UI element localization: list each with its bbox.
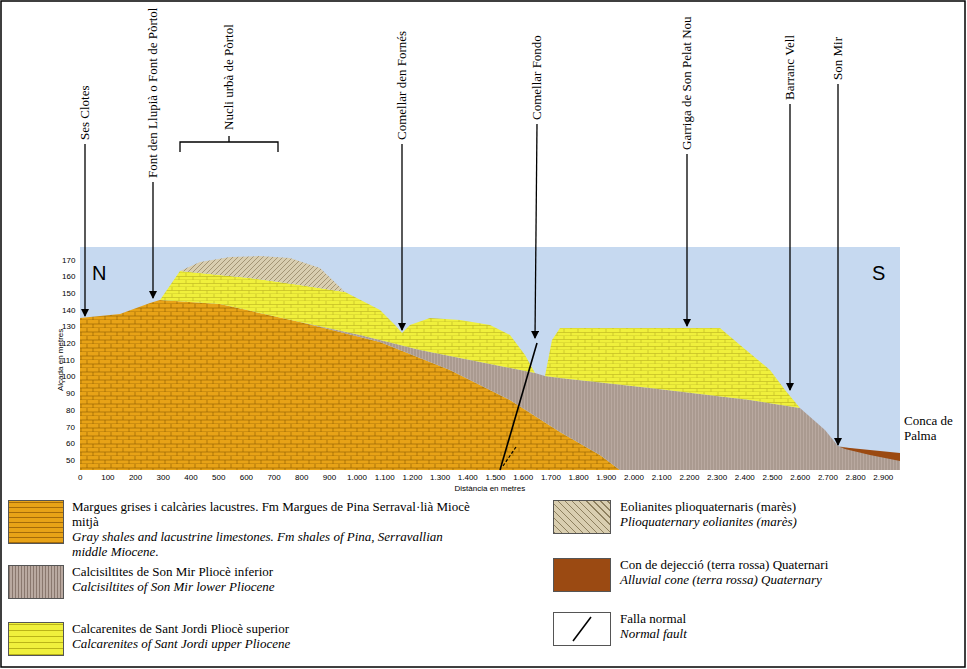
- legend-translation: Alluvial cone (terra rossa) Quaternary: [620, 573, 950, 588]
- axis-tick: 2.500: [763, 473, 783, 482]
- axis-tick: 50: [66, 456, 75, 465]
- place-label: Garriga de Son Pelat Nou: [680, 16, 695, 150]
- leader-line: [401, 144, 402, 330]
- legend-swatch: [8, 622, 64, 656]
- calcarenite-layer: [160, 271, 535, 373]
- leader-line: [152, 182, 153, 298]
- leader-line: [837, 84, 838, 445]
- calcisiltite-layer: [300, 322, 900, 470]
- axis-tick: 500: [212, 473, 225, 482]
- legend-translation: Calcisiltites of Son Mir lower Pliocene: [72, 580, 512, 595]
- legend-text: Falla normal: [620, 612, 950, 627]
- axis-tick: 1.100: [375, 473, 395, 482]
- place-label: Son Mir: [831, 37, 846, 80]
- legend-swatch: [8, 500, 64, 544]
- axis-tick: 1.000: [347, 473, 367, 482]
- axis-tick: 800: [295, 473, 308, 482]
- axis-tick: 2.700: [818, 473, 838, 482]
- legend-translation: Plioquaternary eolianites (marès): [620, 515, 950, 530]
- legend-text: Con de dejecció (terra rossa) Quaternari: [620, 558, 950, 573]
- axis-tick: 900: [323, 473, 336, 482]
- axis-tick: 1.900: [596, 473, 616, 482]
- axis-tick: 2.100: [652, 473, 672, 482]
- axis-tick: 400: [184, 473, 197, 482]
- axis-tick: 1.500: [486, 473, 506, 482]
- place-label: Nucli urbà de Pòrtol: [222, 24, 237, 130]
- leader-line: [789, 104, 790, 390]
- place-label: Barranc Vell: [783, 35, 798, 100]
- axis-tick: 2.900: [873, 473, 893, 482]
- place-label: Comellar Fondo: [530, 35, 545, 120]
- axis-tick: 170: [62, 256, 75, 265]
- axis-tick: 110: [62, 356, 75, 365]
- legend-translation: Calcarenites of Sant Jordi upper Pliocen…: [72, 637, 512, 652]
- axis-tick: 1.200: [402, 473, 422, 482]
- axis-tick: 1.600: [513, 473, 533, 482]
- basin-label: Conca de Palma: [904, 414, 962, 444]
- axis-tick: 0: [78, 473, 82, 482]
- axis-tick: 2.600: [790, 473, 810, 482]
- axis-tick: 140: [62, 306, 75, 315]
- axis-tick: 120: [62, 339, 75, 348]
- calcarenite-layer: [545, 328, 800, 408]
- place-label: Ses Clotes: [78, 85, 93, 140]
- axis-tick: 2.400: [735, 473, 755, 482]
- axis-tick: 60: [66, 439, 75, 448]
- bracket: [180, 136, 278, 152]
- leader-line: [535, 124, 537, 338]
- axis-tick: 100: [62, 372, 75, 381]
- axis-tick: 1.400: [458, 473, 478, 482]
- compass-label: S: [872, 262, 885, 285]
- legend-text: Calcisiltites de Son Mir Pliocè inferior: [72, 565, 512, 580]
- eolianite-layer: [180, 256, 345, 292]
- legend-swatch: [8, 565, 64, 599]
- legend-text: Calcarenites de Sant Jordi Pliocè superi…: [72, 622, 512, 637]
- axis-tick: 160: [62, 272, 75, 281]
- place-label: Comellar den Fornés: [395, 31, 410, 140]
- legend-swatch: [553, 612, 611, 646]
- axis-tick: 100: [101, 473, 114, 482]
- axis-tick: 200: [129, 473, 142, 482]
- axis-tick: 2.300: [707, 473, 727, 482]
- sky: [80, 247, 900, 470]
- axis-tick: 130: [62, 322, 75, 331]
- axis-tick: 80: [66, 406, 75, 415]
- axis-tick: 600: [240, 473, 253, 482]
- axis-tick: 1.300: [430, 473, 450, 482]
- axis-tick: 90: [66, 389, 75, 398]
- legend-text: Margues grises i calcàries lacustres. Fm…: [72, 500, 472, 530]
- legend-text: Eolianites plioquaternaris (marès): [620, 500, 950, 515]
- axis-tick: 2.800: [846, 473, 866, 482]
- axis-tick: 1.800: [569, 473, 589, 482]
- axis-tick: 1.700: [541, 473, 561, 482]
- axis-tick: 700: [267, 473, 280, 482]
- fault-line: [500, 343, 537, 470]
- fault-line: [503, 447, 516, 466]
- axis-tick: 2.000: [624, 473, 644, 482]
- leader-line: [686, 154, 687, 326]
- axis-title: Distància en metres: [455, 484, 526, 493]
- axis-tick: 150: [62, 289, 75, 298]
- fault-symbol: [554, 613, 610, 645]
- legend-translation: Gray shales and lacustrine limestones. F…: [72, 530, 472, 560]
- axis-tick: 2.200: [679, 473, 699, 482]
- axis-tick: 70: [66, 423, 75, 432]
- leader-line: [84, 144, 85, 316]
- compass-label: N: [92, 262, 106, 285]
- legend-swatch: [553, 500, 611, 534]
- place-label: Font den Llupià o Font de Pòrtol: [146, 8, 161, 178]
- axis-tick: 300: [157, 473, 170, 482]
- legend-translation: Normal fault: [620, 627, 950, 642]
- legend-swatch: [553, 558, 611, 592]
- terra-rossa: [840, 447, 900, 461]
